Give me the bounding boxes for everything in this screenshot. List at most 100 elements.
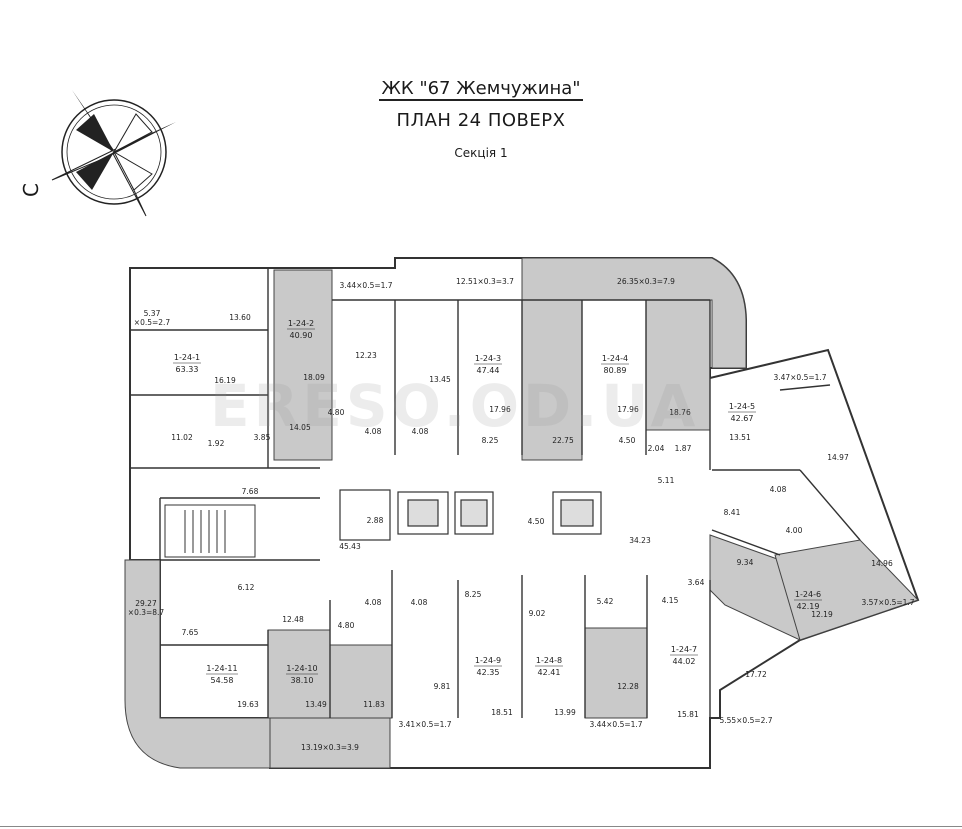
room-area-label: 18.76 <box>669 408 691 417</box>
room-area-label: 8.41 <box>724 508 741 517</box>
room-area-label: 13.45 <box>429 375 451 384</box>
unit-1-24-8: 1-24-842.41 <box>535 656 563 677</box>
room-area-label: 4.00 <box>786 526 803 535</box>
svg-text:1-24-2: 1-24-2 <box>288 319 314 328</box>
unit-1-24-5: 1-24-5 42.67 <box>728 402 756 423</box>
svg-text:47.44: 47.44 <box>477 366 500 375</box>
room-area-label: 19.63 <box>237 700 259 709</box>
svg-text:3.57×0.5=1.7: 3.57×0.5=1.7 <box>861 598 914 607</box>
svg-text:1-24-5: 1-24-5 <box>729 402 755 411</box>
section-title: Секція 1 <box>454 146 508 160</box>
svg-text:1-24-10: 1-24-10 <box>286 664 317 673</box>
room-area-label: 4.08 <box>411 598 428 607</box>
room-area-label: 4.08 <box>365 427 382 436</box>
svg-text:1-24-11: 1-24-11 <box>206 664 237 673</box>
svg-text:26.35×0.3=7.9: 26.35×0.3=7.9 <box>617 277 675 286</box>
room-area-label: 4.08 <box>770 485 787 494</box>
room-area-label: 12.28 <box>617 682 639 691</box>
room-area-label: 45.43 <box>339 542 361 551</box>
room-area-label: 8.25 <box>482 436 499 445</box>
svg-text:63.33: 63.33 <box>176 365 199 374</box>
svg-text:5.55×0.5=2.7: 5.55×0.5=2.7 <box>719 716 772 725</box>
room-area-label: 17.72 <box>745 670 767 679</box>
svg-text:54.58: 54.58 <box>211 676 234 685</box>
room-area-label: 11.02 <box>171 433 193 442</box>
room-area-label: 14.97 <box>827 453 849 462</box>
room-area-label: 14.96 <box>871 559 893 568</box>
room-area-label: 12.23 <box>355 351 377 360</box>
room-area-label: 8.25 <box>465 590 482 599</box>
unit-labels: 1-24-1 63.33 1-24-2 40.90 1-24-3 47.44 1-24… <box>173 319 822 685</box>
room-area-label: 13.99 <box>554 708 576 717</box>
room-area-label: 18.51 <box>491 708 513 717</box>
svg-text:3.44×0.5=1.7: 3.44×0.5=1.7 <box>589 720 642 729</box>
room-area-label: 13.60 <box>229 313 251 322</box>
unit-1-24-7: 1-24-7 44.02 <box>670 645 698 666</box>
svg-text:38.10: 38.10 <box>291 676 314 685</box>
unit-1-24-3: 1-24-3 47.44 <box>474 354 502 375</box>
room-area-label: 14.05 <box>289 423 311 432</box>
room-area-label: 9.81 <box>434 682 451 691</box>
svg-text:42.67: 42.67 <box>731 414 754 423</box>
room-area-label: 3.85 <box>254 433 271 442</box>
room-area-label: 1.87 <box>675 444 692 453</box>
compass-rose-icon <box>51 90 176 217</box>
svg-text:29.27×0.3=8.7: 29.27×0.3=8.7 <box>128 599 165 617</box>
unit-1-24-4: 1-24-4 80.89 <box>601 354 629 375</box>
room-area-label: 4.80 <box>338 621 355 630</box>
room-area-label: 1.92 <box>208 439 225 448</box>
room-area-label: 4.50 <box>528 517 545 526</box>
room-area-label: 17.96 <box>617 405 639 414</box>
unit-1-24-10: 1-24-10 38.10 <box>286 664 318 685</box>
room-labels: 13.60 16.19 11.02 1.92 3.85 18.09 14.05 4.80 12.… <box>171 313 893 719</box>
unit-1-24-9: 1-24-942.35 <box>474 656 502 677</box>
room-area-label: 12.19 <box>811 610 833 619</box>
svg-text:44.02: 44.02 <box>673 657 696 666</box>
room-area-label: 7.65 <box>182 628 199 637</box>
room-area-label: 16.19 <box>214 376 236 385</box>
svg-text:1-24-7: 1-24-7 <box>671 645 697 654</box>
elevator-shafts <box>339 489 602 541</box>
complex-title: ЖК "67 Жемчужина" <box>379 78 583 101</box>
svg-text:1-24-6: 1-24-6 <box>795 590 821 599</box>
svg-text:3.47×0.5=1.7: 3.47×0.5=1.7 <box>773 373 826 382</box>
room-area-label: 15.81 <box>677 710 699 719</box>
room-area-label: 18.09 <box>303 373 325 382</box>
room-area-label: 4.50 <box>619 436 636 445</box>
room-area-label: 9.02 <box>529 609 546 618</box>
svg-text:3.41×0.5=1.7: 3.41×0.5=1.7 <box>398 720 451 729</box>
room-area-label: 4.08 <box>365 598 382 607</box>
room-area-label: 3.64 <box>688 578 705 587</box>
balcony-labels: 3.44×0.5=1.7 12.51×0.3=3.7 26.35×0.3=7.9… <box>128 277 915 752</box>
grey-zones <box>124 257 919 769</box>
room-area-label: 4.15 <box>662 596 679 605</box>
room-area-label: 9.34 <box>737 558 754 567</box>
svg-text:1-24-4: 1-24-4 <box>602 354 628 363</box>
svg-text:42.41: 42.41 <box>538 668 561 677</box>
svg-text:42.19: 42.19 <box>797 602 820 611</box>
svg-text:12.51×0.3=3.7: 12.51×0.3=3.7 <box>456 277 514 286</box>
staircase <box>164 504 256 558</box>
unit-1-24-11: 1-24-11 54.58 <box>206 664 238 685</box>
svg-text:1-24-3: 1-24-3 <box>475 354 501 363</box>
room-area-label: 17.96 <box>489 405 511 414</box>
room-area-label: 7.68 <box>242 487 259 496</box>
room-area-label: 5.42 <box>597 597 614 606</box>
bottom-border <box>0 826 962 827</box>
room-area-label: 4.08 <box>412 427 429 436</box>
svg-text:1-24-9: 1-24-9 <box>475 656 501 665</box>
svg-text:3.44×0.5=1.7: 3.44×0.5=1.7 <box>339 281 392 290</box>
room-area-label: 12.48 <box>282 615 304 624</box>
svg-text:1-24-1: 1-24-1 <box>174 353 200 362</box>
svg-text:80.89: 80.89 <box>604 366 627 375</box>
room-area-label: 34.23 <box>629 536 651 545</box>
unit-1-24-1: 1-24-1 63.33 <box>173 353 201 374</box>
room-area-label: 22.75 <box>552 436 574 445</box>
interior-walls <box>130 268 861 718</box>
room-area-label: 13.51 <box>729 433 751 442</box>
room-area-label: 6.12 <box>238 583 255 592</box>
room-area-label: 13.49 <box>305 700 327 709</box>
svg-text:40.90: 40.90 <box>290 331 313 340</box>
room-area-label: 2.04 <box>648 444 665 453</box>
